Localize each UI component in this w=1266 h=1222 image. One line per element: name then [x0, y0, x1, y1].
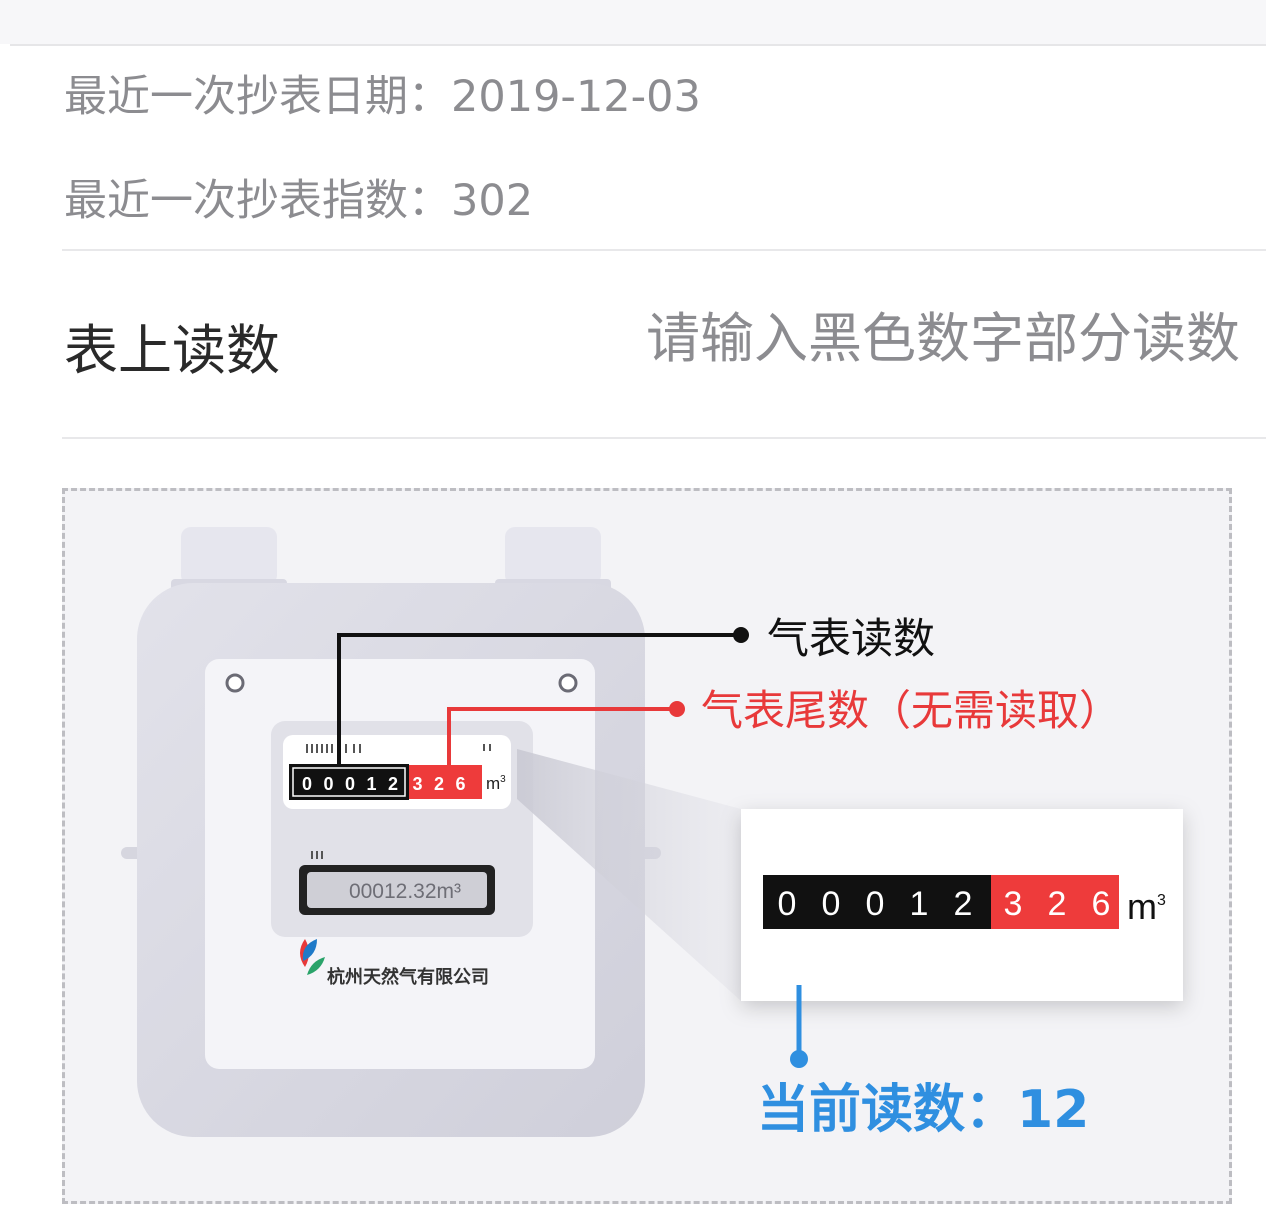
reading-digit: 1 [366, 774, 376, 794]
lcd-tick-marks [311, 851, 323, 859]
lcd-display-value: 00012.32m³ [349, 880, 461, 903]
meter-tail-callout-line [447, 707, 677, 765]
meter-reading-callout-line [337, 633, 741, 765]
last-read-index-label: 最近一次抄表指数： [64, 176, 451, 226]
last-read-date-label: 最近一次抄表日期： [64, 72, 451, 122]
small-counter-black-frame [292, 767, 406, 797]
reading-digit: 2 [388, 774, 398, 794]
unit-text: m [1127, 886, 1157, 927]
callout-dot [790, 1050, 808, 1068]
screw-icon [225, 673, 245, 693]
divider [62, 437, 1266, 439]
tail-digit: 3 [1004, 885, 1023, 923]
unit-superscript: 3 [500, 774, 506, 785]
unit-text: m [486, 774, 500, 793]
last-read-index-value: 302 [451, 176, 534, 226]
last-read-date-value: 2019-12-03 [451, 72, 701, 122]
company-logo-icon [300, 939, 325, 975]
last-read-date: 最近一次抄表日期：2019-12-03 [64, 62, 701, 124]
top-divider [10, 44, 1266, 46]
screw-icon [558, 673, 578, 693]
counter-tick-marks [306, 744, 491, 753]
reading-digit: 0 [866, 885, 885, 923]
meter-reading-label: 气表读数 [767, 614, 935, 663]
big-counter-black-bg [763, 875, 991, 929]
meter-tail-label: 气表尾数（无需读取） [701, 686, 1121, 735]
tail-digit: 2 [434, 774, 444, 794]
small-counter-red-bg [409, 765, 482, 799]
callout-dot [669, 701, 685, 717]
company-name: 杭州天然气有限公司 [327, 966, 489, 987]
reading-digit: 0 [778, 885, 797, 923]
tail-digit: 3 [412, 774, 422, 794]
top-bar [0, 0, 1266, 44]
tail-digit: 6 [1092, 885, 1111, 923]
callout-dot [733, 627, 749, 643]
reading-digit: 0 [345, 774, 355, 794]
reading-digit: 0 [302, 774, 312, 794]
reading-label: 表上读数 [64, 319, 280, 382]
reading-input[interactable] [560, 298, 1240, 378]
big-counter-red-bg [991, 875, 1119, 929]
divider [62, 249, 1266, 251]
zoom-beam [517, 749, 741, 1001]
reading-digit: 2 [954, 885, 973, 923]
last-read-index: 最近一次抄表指数：302 [64, 166, 533, 228]
tail-digit: 6 [455, 774, 465, 794]
unit-superscript: 3 [1157, 892, 1166, 909]
lcd-screen [307, 872, 487, 908]
small-counter-unit: m3 [486, 774, 506, 793]
reading-digit: 1 [910, 885, 929, 923]
reading-digit: 0 [822, 885, 841, 923]
current-reading-label: 当前读数：12 [757, 1080, 1089, 1140]
big-counter-unit: m3 [1127, 886, 1166, 927]
reading-digit: 0 [323, 774, 333, 794]
tail-digit: 2 [1048, 885, 1067, 923]
